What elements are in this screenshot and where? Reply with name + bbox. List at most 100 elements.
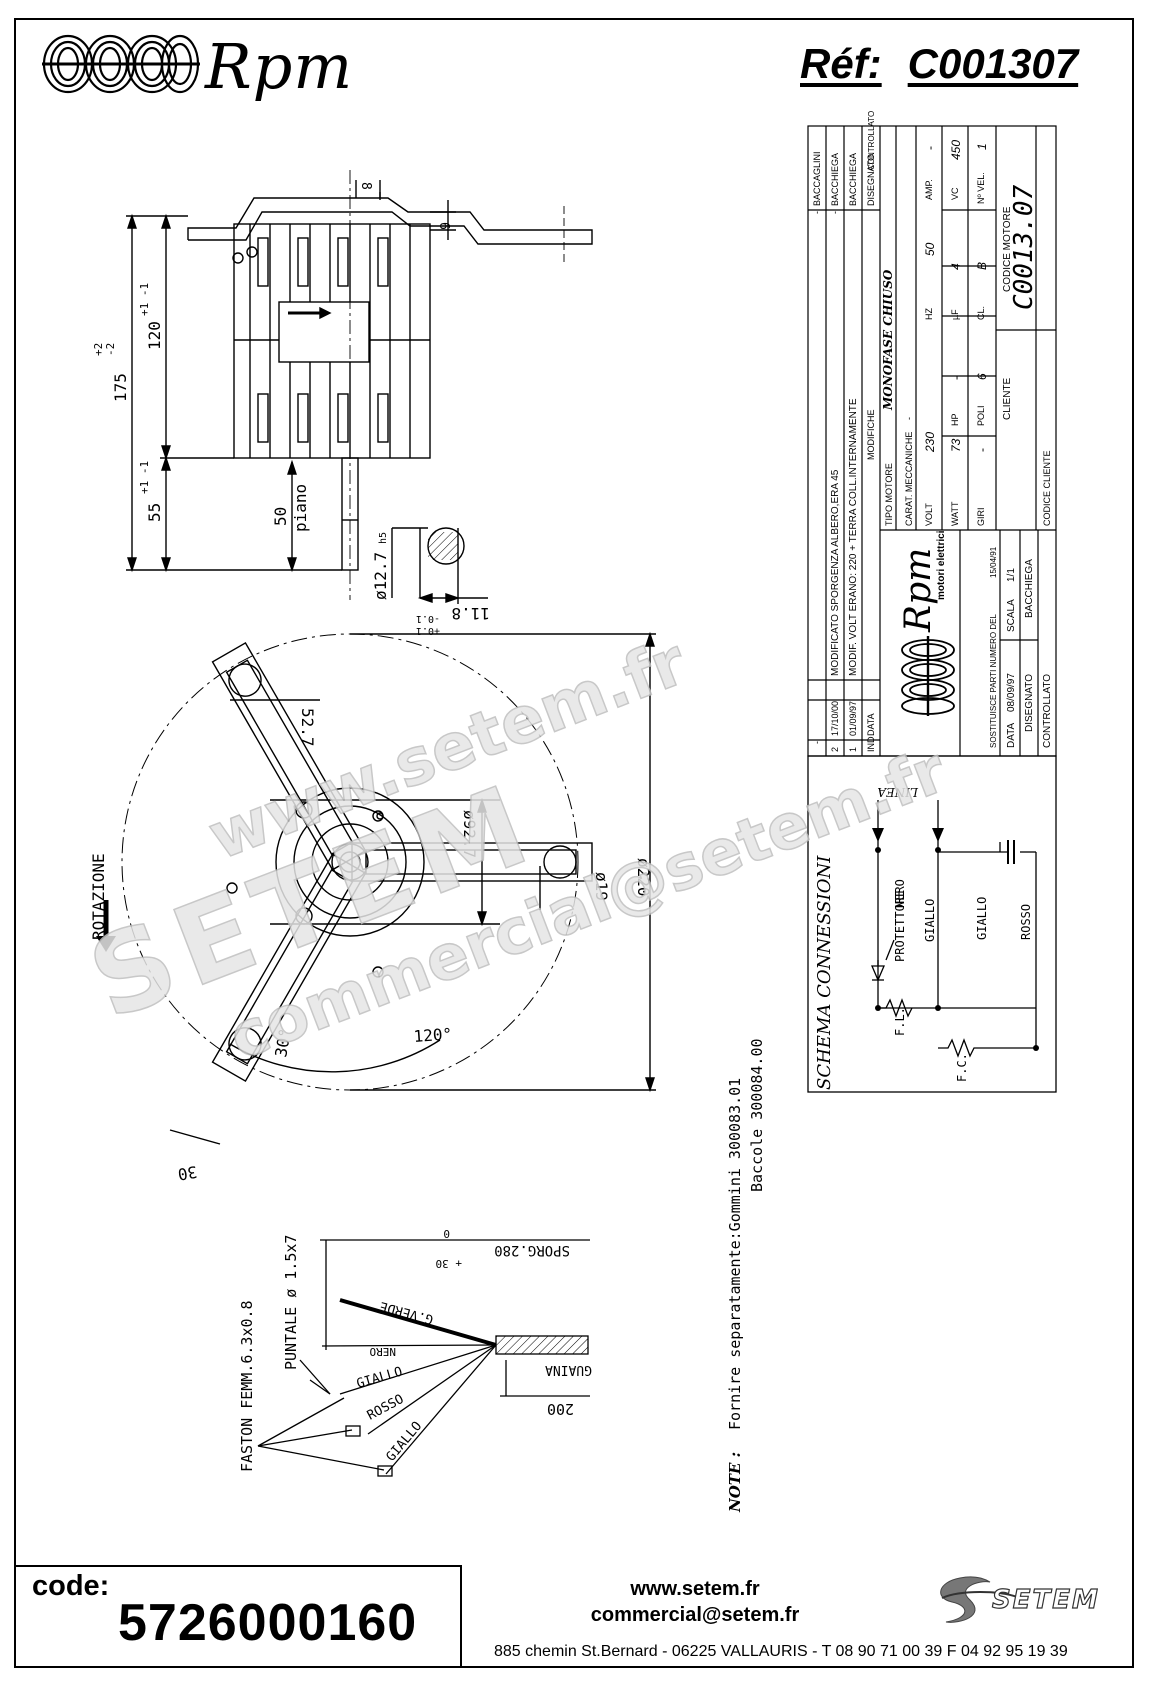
amp-label: AMP. bbox=[924, 179, 934, 200]
title-block-brand-sub: motori elettrici bbox=[936, 530, 947, 600]
dim-50: 50 bbox=[271, 507, 290, 526]
rotation-arrow-icon bbox=[96, 936, 116, 952]
cable-drawing bbox=[257, 1239, 590, 1477]
terminal-dot-icon bbox=[1033, 1045, 1039, 1051]
page-frame bbox=[14, 18, 1134, 1668]
disegnato-label: DISEGNATO bbox=[1024, 674, 1035, 732]
nvel-label: Nº VEL. bbox=[976, 172, 986, 204]
dim-6: 6 bbox=[436, 222, 451, 230]
angle-120: 120° bbox=[413, 1024, 453, 1046]
schema-giallo-2: GIALLO bbox=[975, 897, 989, 940]
label-rotazione: ROTAZIONE bbox=[89, 853, 108, 940]
dim-120: 120 bbox=[145, 321, 164, 350]
amp-value: - bbox=[923, 146, 937, 150]
dim-tol-p01: +0.1 bbox=[416, 625, 440, 636]
schema-linea: LINEA bbox=[877, 785, 919, 799]
data-label: DATA bbox=[1006, 722, 1017, 748]
rev1-drawn-by: BACCHIEGA bbox=[848, 153, 858, 206]
codice-cliente-label: CODICE CLIENTE bbox=[1042, 450, 1052, 526]
wire-giallo-2: GIALLO bbox=[384, 1419, 426, 1465]
dim-11-8: 11.8 bbox=[451, 604, 490, 623]
disegnato-value: BACCHIEGA bbox=[1024, 559, 1035, 618]
hdr-controllato: CONTROLLATO bbox=[867, 111, 876, 170]
dim-120-tol: +1 -1 bbox=[138, 283, 151, 316]
vc-label: VC bbox=[950, 187, 960, 200]
linea-arrow-1-icon bbox=[872, 828, 884, 842]
scala-value: 1/1 bbox=[1006, 568, 1017, 582]
cl-label: CL. bbox=[976, 306, 986, 320]
label-sporg-tol: 0 bbox=[443, 1227, 450, 1240]
volt-label: VOLT bbox=[924, 503, 934, 526]
hp-label: HP bbox=[950, 413, 960, 426]
linea-arrow-2-icon bbox=[932, 828, 944, 842]
note-line-1: Fornire separatamente:Gommini 300083.01 bbox=[726, 1078, 744, 1430]
dim-12-7: ø12.7 bbox=[371, 552, 390, 600]
footer-website[interactable]: www.setem.fr bbox=[630, 1578, 760, 1600]
rev1-desc: MODIF. VOLT ERANO: 220 + TERRA COLL.INTE… bbox=[848, 398, 859, 676]
tipo-motore-value: MONOFASE CHIUSO bbox=[881, 269, 895, 411]
hz-label: HZ bbox=[924, 308, 934, 320]
hdr-disegnato: DISEGNATO bbox=[866, 154, 876, 206]
footer-address: 885 chemin St.Bernard - 06225 VALLAURIS … bbox=[494, 1643, 1068, 1660]
side-view-drawing bbox=[126, 170, 593, 604]
dim-92-7: ø92.7 bbox=[460, 810, 479, 858]
title-block-labels: - - - 2 17/10/00 MODIFICATO SPORGENZA AL… bbox=[812, 111, 1053, 752]
hdr-data: DATA bbox=[866, 713, 876, 736]
dim-200: 200 bbox=[547, 1400, 574, 1418]
terminal-dot-icon bbox=[935, 847, 941, 853]
schema-giallo-1: GIALLO bbox=[923, 899, 937, 942]
title-block bbox=[807, 125, 1057, 757]
footer-email[interactable]: commercial@setem.fr bbox=[590, 1604, 800, 1626]
giri-label: GIRI bbox=[976, 507, 986, 526]
carat-label: CARAT. MECCANICHE bbox=[904, 432, 914, 526]
wire-giallo-1: GIALLO bbox=[355, 1364, 404, 1391]
uf-label: µF bbox=[950, 309, 960, 320]
schema-rosso: ROSSO bbox=[1019, 904, 1033, 940]
dim-175-tol-plus: +2 bbox=[92, 343, 105, 356]
front-view-drawing bbox=[103, 631, 656, 1145]
rev2-date: 17/10/00 bbox=[830, 701, 840, 736]
dim-tol-m01: -0.1 bbox=[416, 613, 440, 624]
nvel-value: 1 bbox=[975, 143, 989, 150]
wiring-schematic-labels: SCHEMA CONNESSIONI LINEA NERO PROTETTORE… bbox=[814, 785, 1033, 1090]
note-block: NOTE : Fornire separatamente:Gommini 300… bbox=[726, 1038, 766, 1513]
label-piano: piano bbox=[291, 484, 310, 532]
terminal-dot-icon bbox=[875, 1005, 881, 1011]
front-view-labels: 52.7 ø92.7 ø19 ø220 120° 30° 30 ROTAZION… bbox=[89, 708, 653, 1184]
note-line-2: Baccole 300084.00 bbox=[748, 1038, 766, 1192]
codice-motore-label: CODICE MOTORE bbox=[1002, 206, 1013, 292]
cliente-label: CLIENTE bbox=[1002, 377, 1013, 420]
setem-logo-text: SETEM bbox=[992, 1585, 1100, 1615]
dim-55-tol: +1 -1 bbox=[138, 461, 151, 494]
rev-dash-3: - bbox=[812, 741, 822, 744]
data-value: 08/09/97 bbox=[1006, 673, 1017, 712]
code-value: 5726000160 bbox=[118, 1594, 418, 1652]
ref-value: C001307 bbox=[907, 40, 1079, 87]
label-puntale: PUNTALE ø 1.5x7 bbox=[282, 1235, 300, 1370]
code-label: code: bbox=[32, 1570, 110, 1602]
reference: Réf:C001307 bbox=[800, 40, 1104, 88]
schema-protettore: PROTETTORE bbox=[893, 890, 907, 962]
dim-220: ø220 bbox=[634, 858, 653, 897]
controllato-label: CONTROLLATO bbox=[1042, 674, 1053, 748]
carat-value: - bbox=[904, 417, 914, 420]
rev-baccaglini: BACCAGLINI bbox=[812, 151, 822, 206]
wire-nero: NERO bbox=[370, 1345, 397, 1358]
poli-label: POLI bbox=[976, 405, 986, 426]
terminal-dot-icon bbox=[875, 847, 881, 853]
wire-rosso: ROSSO bbox=[365, 1392, 407, 1424]
hdr-modifiche: MODIFICHE bbox=[866, 410, 876, 461]
sostituisce-label: SOSTITUISCE PARTI NUMERO DEL bbox=[989, 614, 998, 748]
rev1-num: 1 bbox=[848, 747, 858, 752]
brand-rpm: Rpm bbox=[205, 30, 354, 103]
dim-8: 8 bbox=[358, 182, 373, 190]
side-view-labels: 175 +2 -2 120 +1 -1 55 +1 -1 50 piano 8 … bbox=[92, 182, 490, 636]
label-sporg: SPORG.280 bbox=[494, 1242, 570, 1258]
giri-value: - bbox=[975, 448, 989, 452]
rev-dash-2: - bbox=[830, 211, 840, 214]
dim-55: 55 bbox=[145, 503, 164, 522]
dim-175: 175 bbox=[111, 373, 130, 402]
setem-logo-icon: SETEM bbox=[940, 1576, 1100, 1623]
rev2-drawn-by: BACCHIEGA bbox=[830, 153, 840, 206]
